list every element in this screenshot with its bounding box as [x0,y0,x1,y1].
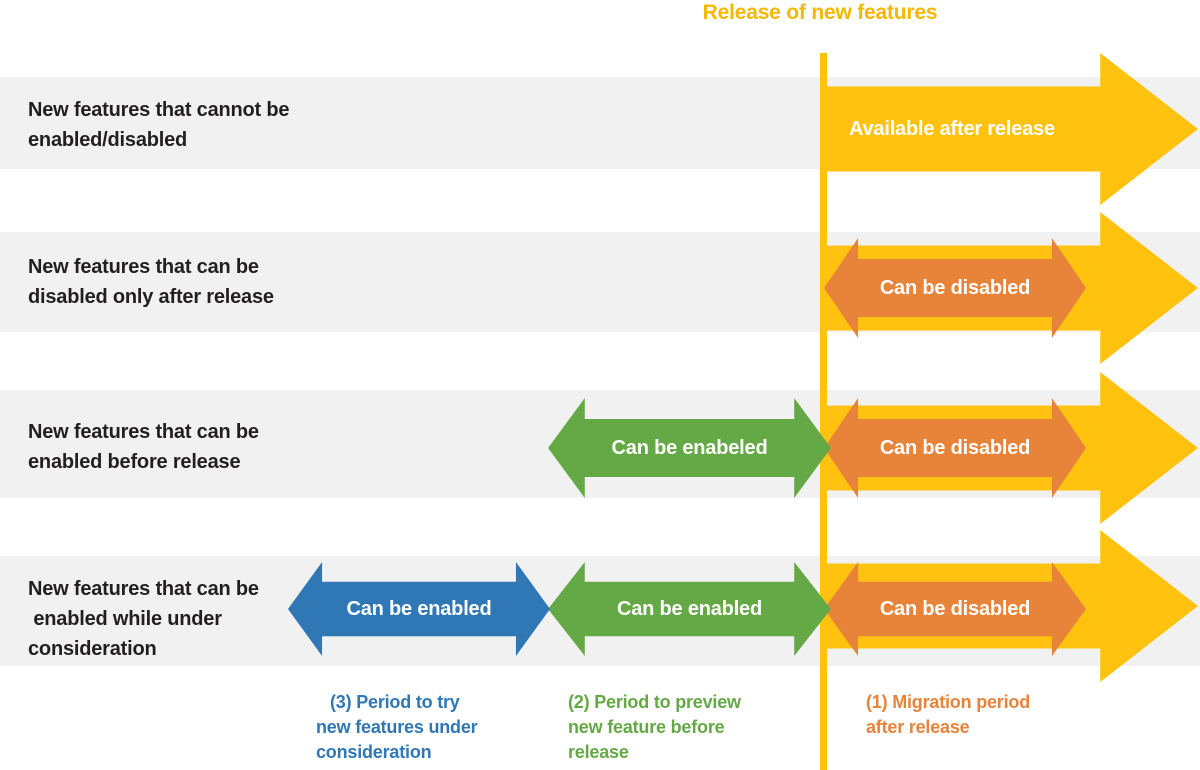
page-title: Release of new features [702,1,938,24]
legend-line: new feature before [568,717,725,737]
arrow-label: Can be disabled [879,436,1031,459]
arrow-label: Can be disabled [879,276,1031,299]
arrow-label: Can be disabled [879,597,1031,620]
arrow-label: Can be enabeled [611,436,768,459]
row-label-line: New features that can be [28,578,259,600]
row-label-cannot-be-enabled-disabled: New features that cannot be enabled/disa… [28,95,458,155]
legend-migration-period-after-release: (1) Migration period after release [866,690,1126,740]
row-label-line: enabled while under [28,608,222,630]
arrow-label: Can be enabled [616,597,762,620]
legend-line: (2) Period to preview [568,692,741,712]
arrow-label: Can be enabled [346,597,492,620]
legend-line: release [568,742,629,762]
row-label-line: New features that can be [28,256,259,278]
row-label-line: enabled before release [28,451,241,473]
row-label-line: disabled only after release [28,286,274,308]
arrow-available-after-release-row1[interactable]: Available after release [822,53,1198,205]
legend-line: (1) Migration period [866,692,1030,712]
row-label-line: New features that can be [28,421,259,443]
legend-line: after release [866,717,970,737]
legend-line: new features under [316,717,478,737]
arrow-label: Available after release [849,117,1055,140]
legend-period-preview-new-feature: (2) Period to preview new feature before… [568,690,818,765]
legend-line: (3) Period to try [330,692,460,712]
row-label-enabled-while-under-consideration: New features that can be enabled while u… [28,574,458,664]
row-label-line: consideration [28,638,157,660]
legend-period-try-new-features: (3) Period to try new features under con… [304,690,554,765]
legend-line: consideration [316,742,432,762]
row-label-disabled-only-after-release: New features that can be disabled only a… [28,252,458,312]
row-label-line: enabled/disabled [28,129,188,151]
row-label-line: New features that cannot be [28,99,290,121]
row-label-enabled-before-release: New features that can be enabled before … [28,417,458,477]
